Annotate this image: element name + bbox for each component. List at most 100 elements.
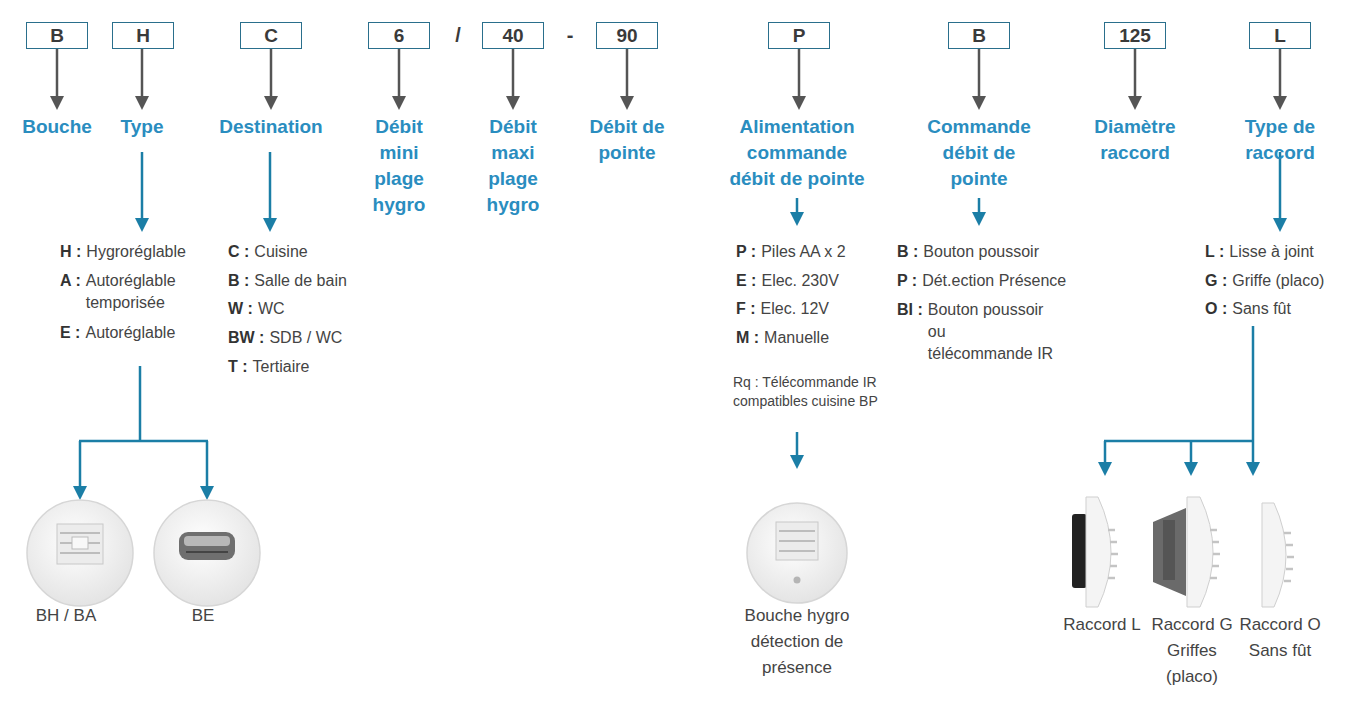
branch-line [139, 366, 142, 441]
arrow-head [1098, 462, 1112, 476]
option-text: Autoréglable temporisée [86, 270, 191, 314]
vent-fin [1213, 553, 1220, 556]
image-caption: Raccord G Griffes (placo) [1149, 612, 1235, 690]
option-row: B :Bouton poussoir [897, 241, 1039, 263]
option-text: Manuelle [764, 327, 829, 349]
option-row: P :Dét.ection Présence [897, 270, 1066, 292]
option-text: Salle de bain [254, 270, 347, 292]
option-code: W : [228, 298, 253, 320]
option-code: L : [1205, 241, 1224, 263]
option-code: E : [736, 270, 756, 292]
code-letter: C [264, 25, 278, 47]
arrow-head [792, 96, 806, 110]
option-text: Piles AA x 2 [761, 241, 846, 263]
option-code: M : [736, 327, 759, 349]
leader-arrow [141, 152, 144, 220]
code-box: P [768, 22, 830, 49]
option-row: BW :SDB / WC [228, 327, 342, 349]
leader-arrow [270, 49, 273, 98]
remark-note: Rq : Télécommande IR compatibles cuisine… [733, 373, 885, 411]
leader-arrow [796, 432, 799, 457]
vent-fins [1108, 530, 1118, 578]
vent-fin [1212, 541, 1219, 544]
vent-fin [1111, 553, 1118, 556]
option-text: Bouton poussoir [923, 241, 1039, 263]
option-row: E :Elec. 230V [736, 270, 839, 292]
arrow-head [135, 218, 149, 232]
vent-louver [779, 530, 815, 532]
vent-photo [747, 503, 847, 603]
vent-fin [1210, 529, 1217, 532]
option-row: G :Griffe (placo) [1205, 270, 1324, 292]
vent-louver [779, 540, 815, 542]
arrow-head [1184, 462, 1198, 476]
arrow-head [73, 486, 87, 500]
arrow-head [263, 218, 277, 232]
option-text: Tertiaire [253, 356, 310, 378]
branch-line [206, 441, 209, 488]
leader-arrow [1279, 49, 1282, 98]
field-heading: Débit maxi plage hygro [482, 114, 544, 218]
option-text: Griffe (placo) [1232, 270, 1324, 292]
option-row: T :Tertiaire [228, 356, 309, 378]
image-caption: BE [153, 603, 253, 629]
field-heading: Type [92, 114, 192, 140]
vent-side-view [1086, 497, 1111, 607]
vent-fin [1212, 565, 1219, 568]
code-letter: 40 [502, 25, 523, 47]
option-text: Cuisine [254, 241, 307, 263]
option-text: Autoréglable [85, 322, 175, 344]
code-box: H [112, 22, 174, 49]
image-caption: Bouche hygro détection de présence [741, 603, 853, 681]
vent-fin [1108, 529, 1115, 532]
option-code: O : [1205, 298, 1227, 320]
separator-symbol: - [555, 22, 585, 49]
option-row: M :Manuelle [736, 327, 829, 349]
presence-sensor [794, 577, 801, 584]
vent-louver [779, 550, 815, 552]
option-row: W :WC [228, 298, 285, 320]
vent-louver [60, 532, 100, 534]
option-row: H :Hygroréglable [60, 241, 186, 263]
code-letter: 6 [394, 25, 405, 47]
option-text: Hygroréglable [86, 241, 186, 263]
option-code: P : [897, 270, 917, 292]
option-row: E :Autoréglable [60, 322, 175, 344]
leader-arrow [398, 49, 401, 98]
field-heading: Débit de pointe [577, 114, 677, 166]
code-box: B [948, 22, 1010, 49]
vent-fin [1110, 565, 1117, 568]
arrow-head [620, 96, 634, 110]
leader-arrow [798, 49, 801, 98]
code-box: 125 [1104, 22, 1166, 49]
leader-arrow [978, 49, 981, 98]
leader-arrow [626, 49, 629, 98]
vent-photo [154, 500, 260, 606]
option-text: Bouton poussoir ou télécommande IR [928, 299, 1055, 365]
option-code: BI : [897, 299, 923, 321]
leader-arrow [1134, 49, 1137, 98]
branch-line [1252, 326, 1255, 441]
image-caption: BH / BA [16, 603, 116, 629]
code-box: B [26, 22, 88, 49]
leader-arrow [269, 152, 272, 220]
field-heading: Commande débit de pointe [914, 114, 1044, 192]
code-box: L [1249, 22, 1311, 49]
vent-photo [27, 500, 133, 606]
option-row: A :Autoréglable temporisée [60, 270, 191, 314]
branch-line [1190, 441, 1193, 464]
vent-fin [1286, 568, 1293, 571]
branch-line [1252, 441, 1255, 464]
leader-arrow [978, 198, 981, 214]
vent-fin [1284, 532, 1291, 535]
option-text: Lisse à joint [1229, 241, 1314, 263]
leader-arrow [796, 198, 799, 214]
code-letter: L [1274, 25, 1286, 47]
vent-grille [57, 524, 103, 564]
vent-louver [60, 552, 100, 554]
vent-fin [1287, 556, 1294, 559]
arrow-head [1273, 96, 1287, 110]
vent-flap [72, 537, 88, 549]
field-heading: Type de raccord [1230, 114, 1330, 166]
